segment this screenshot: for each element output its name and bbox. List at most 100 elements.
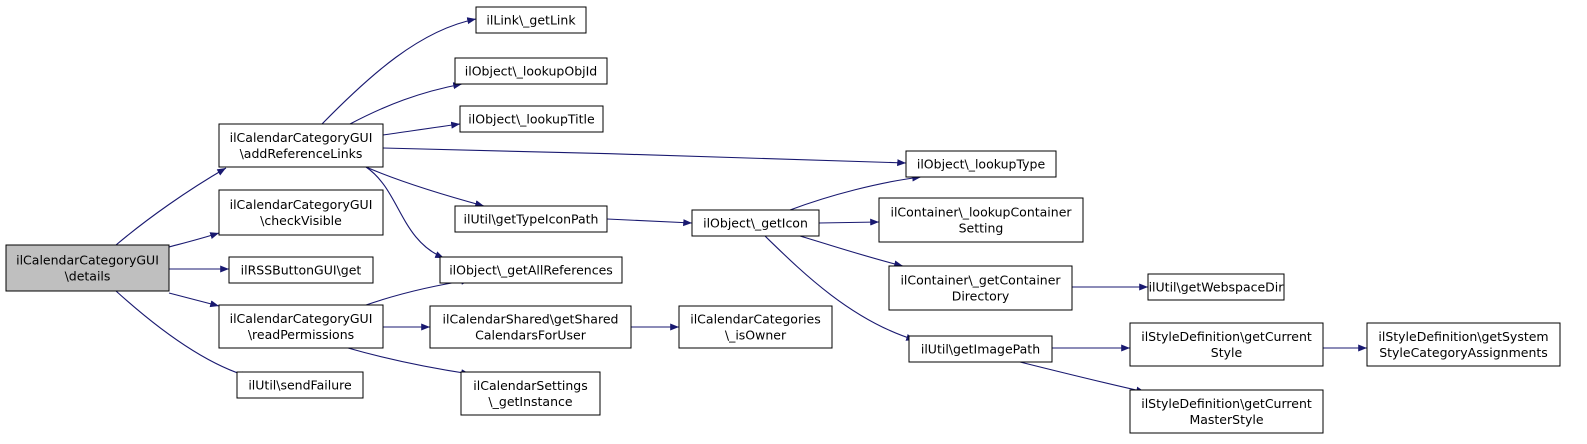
node-box-getIcon — [691, 209, 820, 237]
node-box-getLink — [475, 6, 587, 34]
edges-layer — [115, 17, 1367, 394]
node-box-checkVisible — [218, 189, 384, 236]
node-label-sendFailure-line-0: ilUtil\sendFailure — [248, 378, 352, 393]
node-box-rssGet — [228, 256, 374, 284]
node-rssGet[interactable]: ilRSSButtonGUI\get — [228, 256, 374, 284]
node-box-getCurrentStyle — [1129, 322, 1324, 367]
node-getImagePath[interactable]: ilUtil\getImagePath — [908, 335, 1053, 363]
node-details[interactable]: ilCalendarCategoryGUI\details — [5, 244, 170, 292]
node-box-getSystemStyleCategoryAssignments — [1366, 322, 1561, 367]
node-label-getCurrentMasterStyle-line-1: MasterStyle — [1189, 412, 1263, 427]
node-label-addReferenceLinks-line-1: \addReferenceLinks — [240, 146, 363, 161]
node-box-getAllReferences — [439, 256, 623, 284]
node-readPermissions[interactable]: ilCalendarCategoryGUI\readPermissions — [218, 304, 384, 349]
node-box-addReferenceLinks — [218, 123, 384, 168]
node-label-getContainerDirectory-line-1: Directory — [952, 289, 1010, 304]
node-label-lookupContainerSetting-line-1: Setting — [959, 221, 1004, 236]
node-label-addReferenceLinks-line-0: ilCalendarCategoryGUI — [230, 130, 373, 145]
node-box-readPermissions — [218, 304, 384, 349]
node-label-getSharedCalendars-line-0: ilCalendarShared\getShared — [443, 312, 619, 327]
edge-details-to-addReferenceLinks — [115, 167, 227, 246]
nodes-layer: ilCalendarCategoryGUI\detailsilCalendarC… — [5, 6, 1561, 434]
edge-addReferenceLinks-to-getLink — [321, 17, 477, 125]
node-label-getTypeIconPath-line-0: ilUtil\getTypeIconPath — [464, 212, 599, 227]
node-label-isOwner-line-1: \_isOwner — [725, 328, 787, 343]
node-box-details — [5, 244, 170, 292]
node-label-rssGet-line-0: ilRSSButtonGUI\get — [241, 263, 362, 278]
node-label-getWebspaceDir-line-0: ilUtil\getWebspaceDir — [1149, 280, 1285, 295]
edge-addReferenceLinks-to-getAllReferences — [365, 166, 445, 259]
node-label-details-line-1: \details — [65, 269, 111, 284]
edge-getIcon-to-getImagePath — [764, 235, 916, 341]
node-box-isOwner — [678, 305, 833, 349]
edge-details-to-sendFailure — [115, 290, 251, 379]
node-getSharedCalendars[interactable]: ilCalendarShared\getSharedCalendarsForUs… — [429, 305, 632, 349]
node-label-getCurrentMasterStyle-line-0: ilStyleDefinition\getCurrent — [1141, 396, 1312, 411]
edge-addReferenceLinks-to-lookupTitle — [382, 121, 461, 136]
node-box-getSharedCalendars — [429, 305, 632, 349]
node-lookupTitle[interactable]: ilObject\_lookupTitle — [459, 105, 604, 133]
node-label-lookupType-line-0: ilObject\_lookupType — [917, 157, 1046, 172]
node-getWebspaceDir[interactable]: ilUtil\getWebspaceDir — [1147, 273, 1285, 301]
edge-addReferenceLinks-to-lookupObjId — [349, 82, 463, 125]
node-getAllReferences[interactable]: ilObject\_getAllReferences — [439, 256, 623, 284]
node-box-getWebspaceDir — [1147, 273, 1285, 301]
node-getIcon[interactable]: ilObject\_getIcon — [691, 209, 820, 237]
node-label-getAllReferences-line-0: ilObject\_getAllReferences — [449, 263, 613, 278]
node-getTypeIconPath[interactable]: ilUtil\getTypeIconPath — [454, 205, 608, 233]
node-label-checkVisible-line-1: \checkVisible — [260, 213, 342, 228]
edge-addReferenceLinks-to-getTypeIconPath — [365, 166, 485, 208]
node-addReferenceLinks[interactable]: ilCalendarCategoryGUI\addReferenceLinks — [218, 123, 384, 168]
node-getLink[interactable]: ilLink\_getLink — [475, 6, 587, 34]
node-sendFailure[interactable]: ilUtil\sendFailure — [236, 371, 364, 399]
node-label-getSystemStyleCategoryAssignments-line-0: ilStyleDefinition\getSystem — [1378, 329, 1548, 344]
node-box-lookupObjId — [454, 57, 608, 85]
node-label-lookupContainerSetting-line-0: ilContainer\_lookupContainer — [890, 205, 1072, 220]
node-box-getTypeIconPath — [454, 205, 608, 233]
node-label-getCurrentStyle-line-0: ilStyleDefinition\getCurrent — [1141, 329, 1312, 344]
node-lookupObjId[interactable]: ilObject\_lookupObjId — [454, 57, 608, 85]
node-label-getContainerDirectory-line-0: ilContainer\_getContainer — [900, 273, 1061, 288]
node-label-getSharedCalendars-line-1: CalendarsForUser — [475, 328, 587, 343]
node-label-readPermissions-line-1: \readPermissions — [248, 327, 354, 342]
node-box-sendFailure — [236, 371, 364, 399]
node-label-getInstance-line-0: ilCalendarSettings — [473, 378, 587, 393]
node-label-readPermissions-line-0: ilCalendarCategoryGUI — [230, 311, 373, 326]
node-label-getSystemStyleCategoryAssignments-line-1: StyleCategoryAssignments — [1379, 345, 1548, 360]
edge-addReferenceLinks-to-lookupType — [382, 147, 907, 167]
node-label-lookupTitle-line-0: ilObject\_lookupTitle — [468, 112, 595, 127]
node-label-getLink-line-0: ilLink\_getLink — [486, 13, 576, 28]
node-box-lookupTitle — [459, 105, 604, 133]
node-label-isOwner-line-0: ilCalendarCategories — [690, 312, 821, 327]
node-isOwner[interactable]: ilCalendarCategories\_isOwner — [678, 305, 833, 349]
node-box-getInstance — [460, 371, 601, 416]
node-label-getCurrentStyle-line-1: Style — [1211, 345, 1243, 360]
edge-getImagePath-to-getCurrentMasterStyle — [1019, 361, 1146, 394]
node-label-checkVisible-line-0: ilCalendarCategoryGUI — [230, 197, 373, 212]
node-label-details-line-0: ilCalendarCategoryGUI — [16, 253, 159, 268]
edge-getTypeIconPath-to-getIcon — [606, 218, 693, 227]
node-getInstance[interactable]: ilCalendarSettings\_getInstance — [460, 371, 601, 416]
edge-details-to-readPermissions — [168, 292, 220, 308]
node-box-getImagePath — [908, 335, 1053, 363]
edge-readPermissions-to-getAllReferences — [365, 277, 471, 306]
node-label-getImagePath-line-0: ilUtil\getImagePath — [921, 342, 1040, 357]
node-label-getInstance-line-1: \_getInstance — [488, 394, 572, 409]
edge-getIcon-to-lookupType — [789, 174, 922, 211]
node-lookupType[interactable]: ilObject\_lookupType — [905, 150, 1057, 178]
node-box-lookupContainerSetting — [878, 197, 1084, 243]
node-box-getCurrentMasterStyle — [1129, 389, 1324, 434]
edge-details-to-checkVisible — [168, 232, 220, 248]
node-label-lookupObjId-line-0: ilObject\_lookupObjId — [465, 64, 597, 79]
node-getSystemStyleCategoryAssignments[interactable]: ilStyleDefinition\getSystemStyleCategory… — [1366, 322, 1561, 367]
edge-getIcon-to-getContainerDirectory — [799, 235, 904, 268]
node-label-getIcon-line-0: ilObject\_getIcon — [703, 216, 808, 231]
node-box-getContainerDirectory — [888, 265, 1073, 311]
edge-getIcon-to-lookupContainerSetting — [818, 218, 880, 226]
node-checkVisible[interactable]: ilCalendarCategoryGUI\checkVisible — [218, 189, 384, 236]
